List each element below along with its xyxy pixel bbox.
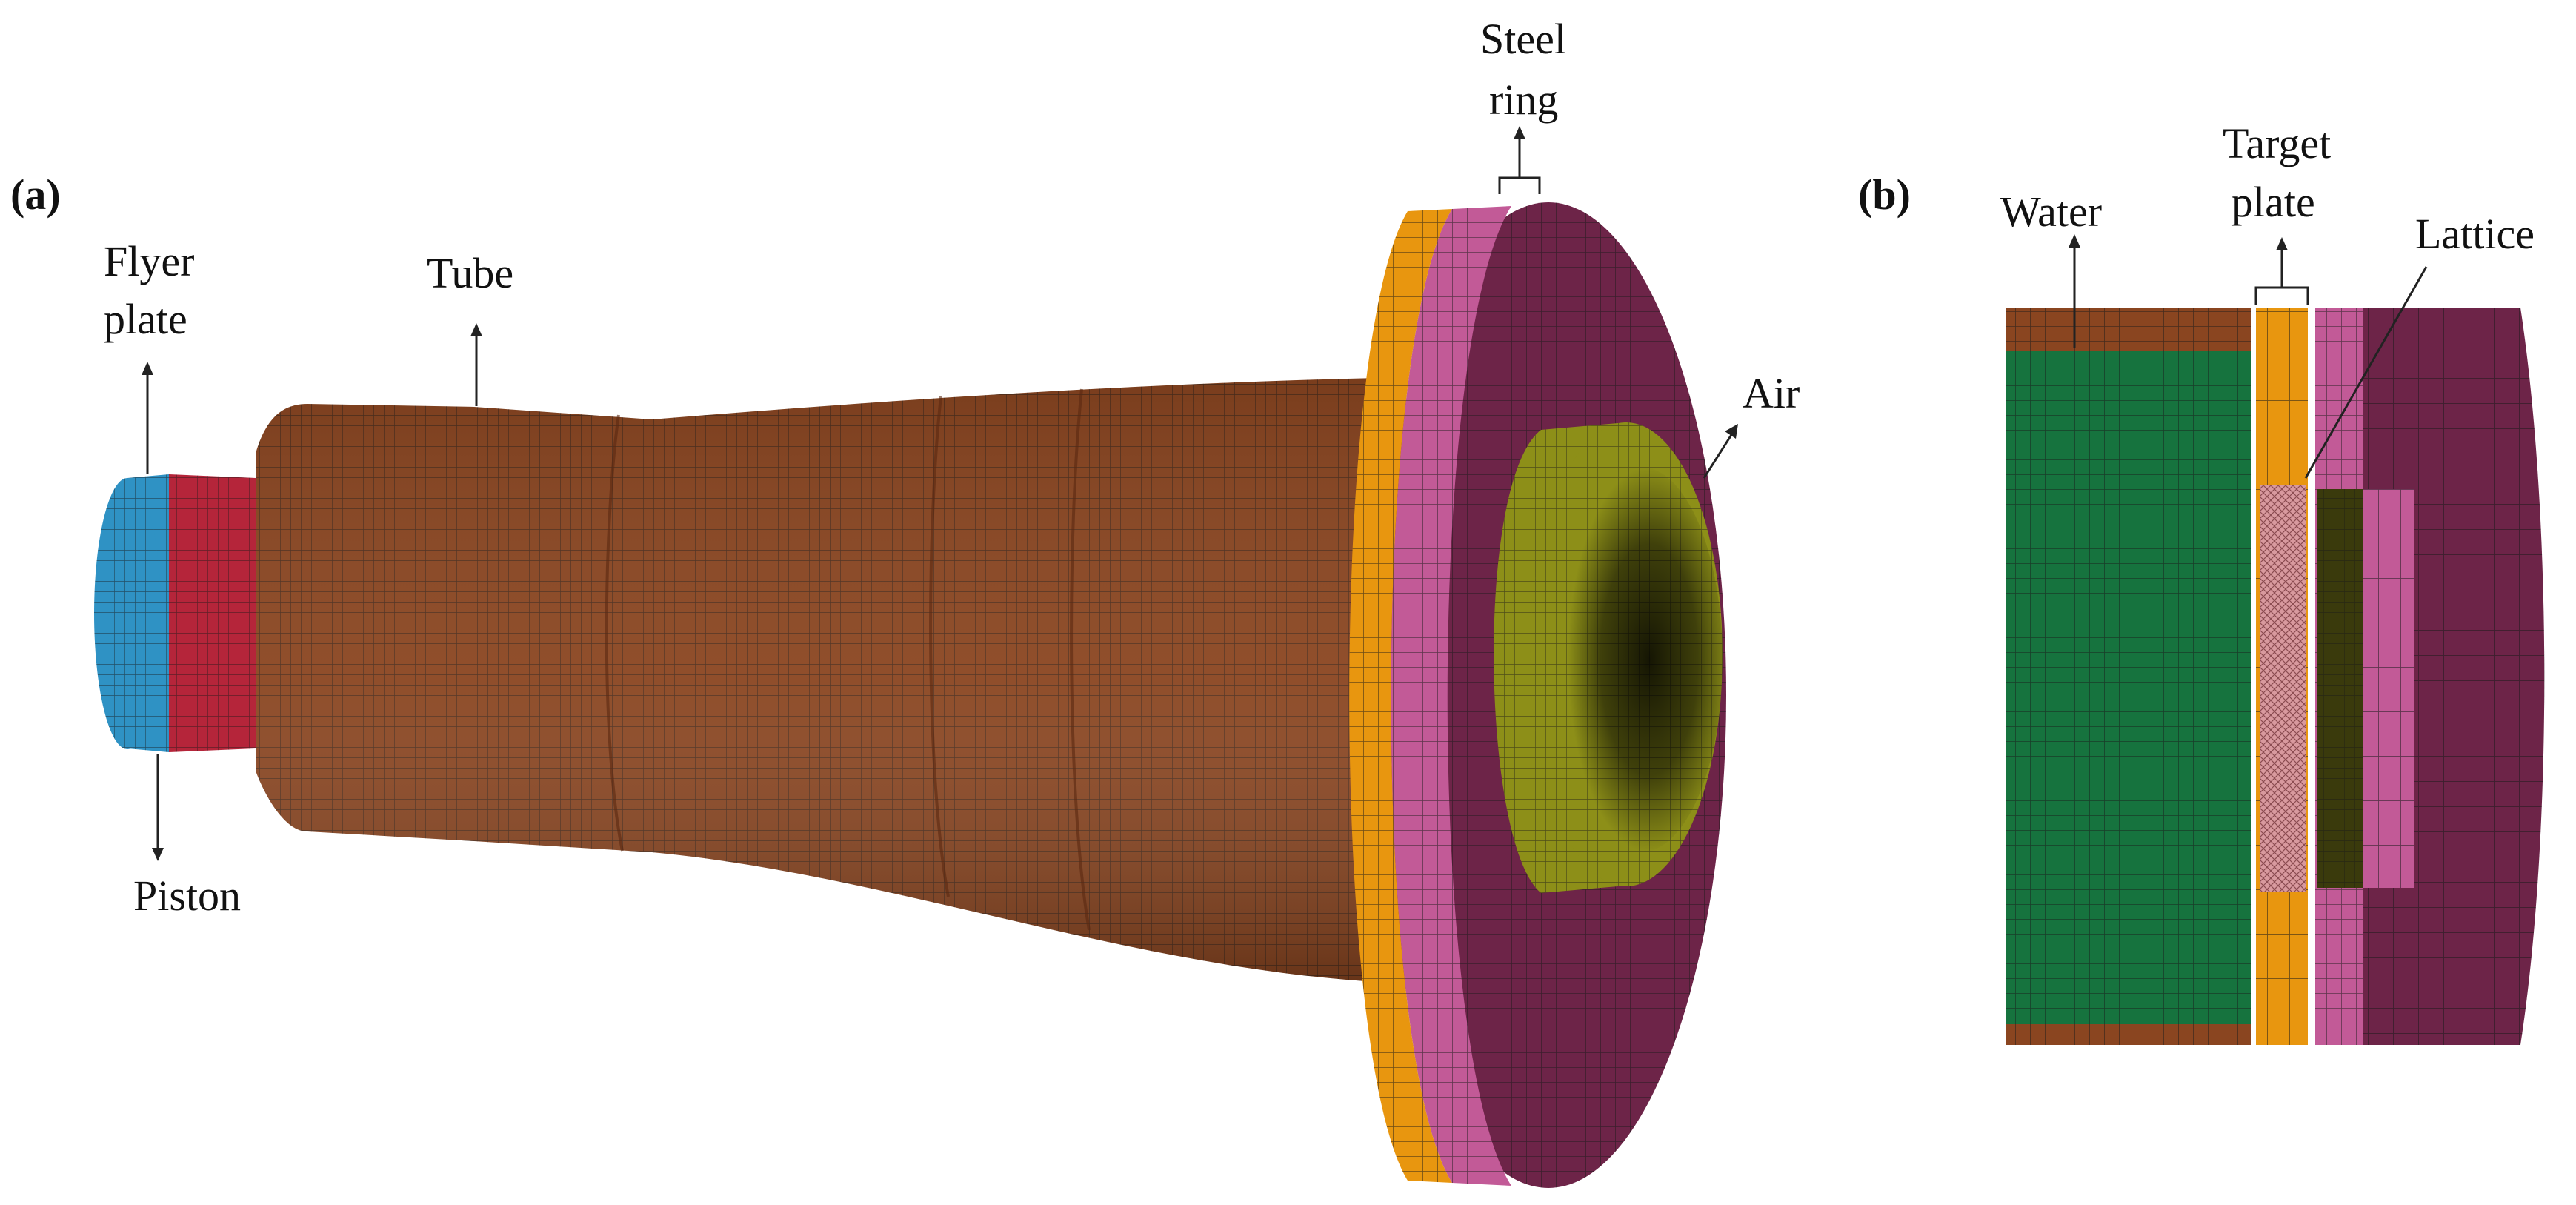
label-steel-line2: ring <box>1489 76 1558 124</box>
piston-part <box>169 474 256 752</box>
steel-ring-part <box>1349 209 1452 1183</box>
arrowhead-target-plate <box>2276 237 2288 250</box>
arrowhead-water <box>2069 234 2080 248</box>
label-target-line1: Target <box>2223 119 2331 167</box>
arrowhead-air <box>1725 424 1738 439</box>
arrowhead-steel-ring <box>1514 126 1525 139</box>
tube-part <box>256 378 1378 982</box>
arrowhead-piston <box>152 848 164 861</box>
label-piston: Piston <box>133 872 241 920</box>
label-flyer-line2: plate <box>104 295 187 343</box>
label-tube: Tube <box>427 249 513 297</box>
bracket-steel-ring <box>1498 176 1541 194</box>
panel-a: (a) <box>10 15 1800 1188</box>
arrowhead-flyer <box>142 362 153 375</box>
water-region <box>2006 351 2251 1024</box>
lattice-section <box>2260 485 2306 892</box>
flyer-plate-part <box>94 474 169 752</box>
panel-b-tag: (b) <box>1858 170 1911 219</box>
panel-b: (b) <box>1858 119 2545 1045</box>
arrow-air <box>1703 431 1735 479</box>
arrowhead-tube <box>470 323 482 336</box>
bracket-target-plate <box>2254 286 2309 305</box>
label-steel-line1: Steel <box>1480 15 1566 63</box>
label-flyer-line1: Flyer <box>104 237 194 285</box>
panel-a-tag: (a) <box>10 170 61 219</box>
ring-band-part <box>1391 206 1511 1186</box>
air-section <box>2317 489 2363 888</box>
label-lattice: Lattice <box>2415 210 2535 258</box>
label-air: Air <box>1743 369 1800 417</box>
label-water: Water <box>2000 187 2102 236</box>
air-part <box>1494 422 1723 893</box>
label-target-line2: plate <box>2231 178 2315 226</box>
arrow-lattice <box>2304 266 2428 479</box>
